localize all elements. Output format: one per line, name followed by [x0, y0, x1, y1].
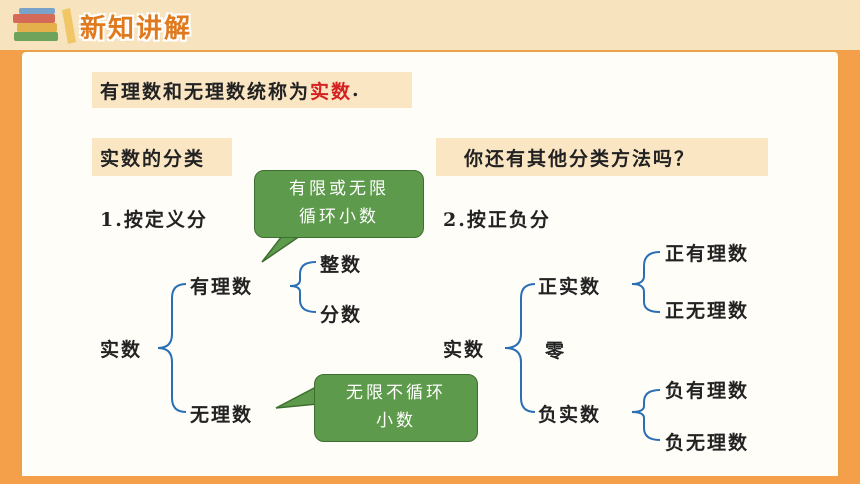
rational-label: 有理数 — [190, 276, 254, 298]
irrational-bubble-line1: 无限不循环 — [346, 383, 446, 403]
pos-irrational-label: 正无理数 — [665, 300, 750, 322]
zero-label: 零 — [545, 340, 567, 362]
positive-label: 正实数 — [538, 276, 602, 298]
header-band — [0, 0, 860, 50]
irrational-bubble: 无限不循环 小数 — [314, 374, 478, 442]
pos-rational-label: 正有理数 — [665, 243, 750, 265]
fraction-label: 分数 — [320, 304, 363, 326]
neg-rational-label: 负有理数 — [665, 380, 750, 402]
method1-root: 实数 — [100, 339, 143, 361]
negative-label: 负实数 — [538, 404, 602, 426]
section-title: 新知讲解 — [80, 14, 193, 44]
rational-bubble: 有限或无限 循环小数 — [254, 170, 424, 238]
brace-root-1 — [157, 283, 187, 413]
neg-irrational-label: 负无理数 — [665, 432, 750, 454]
definition-highlight: 实数 — [310, 80, 353, 103]
classification-box: 实数的分类 — [92, 138, 232, 176]
irrational-label: 无理数 — [190, 404, 254, 426]
rational-bubble-line2: 循环小数 — [299, 207, 379, 227]
method1-title: 1.按定义分 — [100, 209, 208, 231]
integer-label: 整数 — [320, 254, 363, 276]
definition-suffix: . — [352, 79, 361, 101]
definition-text: 有理数和无理数统称为 — [100, 80, 311, 103]
question-box: 你还有其他分类方法吗？ — [436, 138, 768, 176]
irrational-bubble-line2: 小数 — [376, 411, 416, 431]
method2-title: 2.按正负分 — [443, 209, 551, 231]
rational-bubble-line1: 有限或无限 — [289, 179, 389, 199]
brace-root-2 — [504, 283, 536, 413]
brace-rational — [289, 261, 317, 313]
method2-root: 实数 — [443, 339, 486, 361]
brace-negative — [631, 389, 661, 441]
books-icon — [13, 8, 76, 44]
brace-positive — [631, 251, 661, 313]
definition-box: 有理数和无理数统称为 实数 . — [92, 72, 412, 108]
